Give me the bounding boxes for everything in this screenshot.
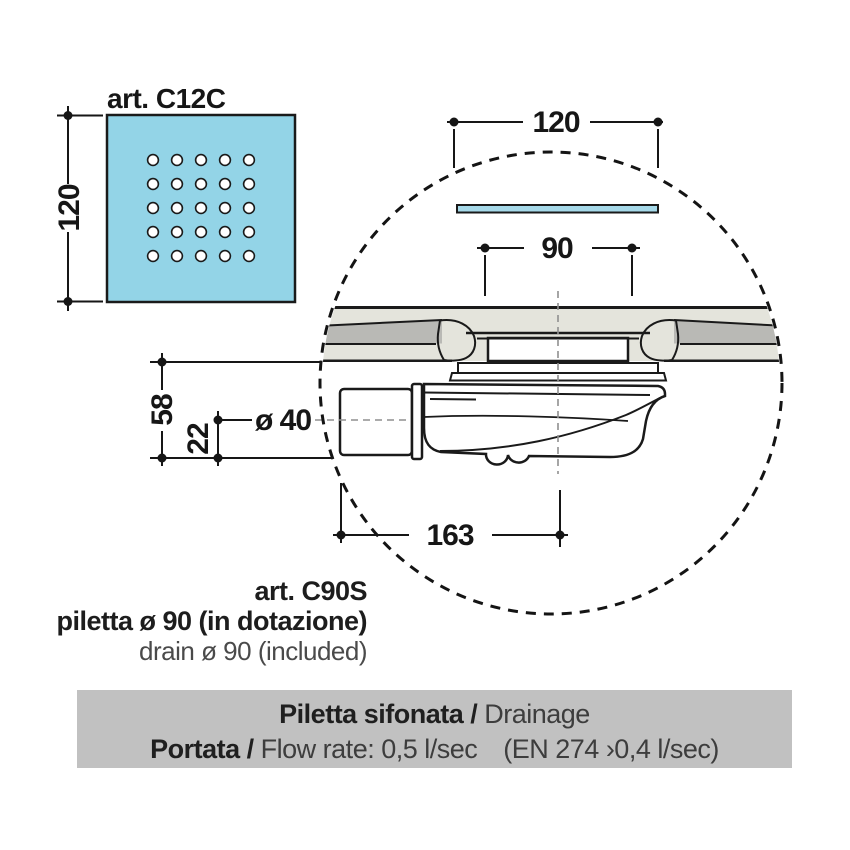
dim-cover-width-120: 120	[447, 106, 663, 168]
banner-line2-regular: Flow rate: 0,5 l/sec	[260, 734, 478, 764]
cover-art-label: art. C12C	[107, 83, 226, 114]
drain-info-block: art. C90S piletta ø 90 (in dotazione) dr…	[56, 576, 367, 666]
dim-drain-90: 90	[477, 232, 640, 296]
drain-holes-pattern	[146, 153, 256, 263]
drain-line-italian: piletta ø 90 (in dotazione)	[56, 606, 367, 636]
siphon-trap	[338, 362, 668, 466]
dim-outlet-center-22: 22	[182, 411, 252, 466]
banner-line1-regular: Drainage	[484, 699, 590, 729]
pipe-flange-nut	[410, 382, 424, 461]
banner-line2-bold: Portata /	[150, 734, 254, 764]
banner-line-1: Piletta sifonata / Drainage	[77, 699, 792, 734]
dim-label-120-cover: 120	[532, 106, 579, 139]
tray-section	[322, 306, 780, 363]
drain-collar-left	[436, 319, 477, 362]
banner-line1-bold: Piletta sifonata /	[279, 699, 478, 729]
banner-line-2: Portata / Flow rate: 0,5 l/sec (EN 274 ›0…	[77, 734, 792, 769]
dim-height-58: 58	[146, 353, 333, 466]
cover-top-view	[105, 113, 297, 304]
dim-label-dia-40: ø 40	[255, 404, 311, 437]
drain-art-label: art. C90S	[254, 576, 367, 606]
dim-label-22: 22	[182, 423, 215, 455]
drain-collar-right	[639, 319, 680, 362]
banner-line2-note: (EN 274 ›0,4 l/sec)	[503, 734, 719, 764]
dim-cover-side-120: 120	[53, 106, 103, 311]
outlet-pipe	[338, 387, 414, 457]
dim-label-90: 90	[541, 232, 573, 265]
detail-circle	[318, 150, 784, 616]
dim-length-163: 163	[333, 483, 568, 552]
dim-label-58: 58	[146, 394, 179, 426]
cover-side-view	[456, 204, 659, 214]
dim-label-120-side: 120	[53, 184, 86, 231]
drain-line-english: drain ø 90 (included)	[139, 636, 367, 666]
dim-label-163: 163	[426, 519, 473, 552]
trap-body	[422, 382, 667, 466]
info-banner: Piletta sifonata / Drainage Portata / Fl…	[77, 690, 792, 768]
